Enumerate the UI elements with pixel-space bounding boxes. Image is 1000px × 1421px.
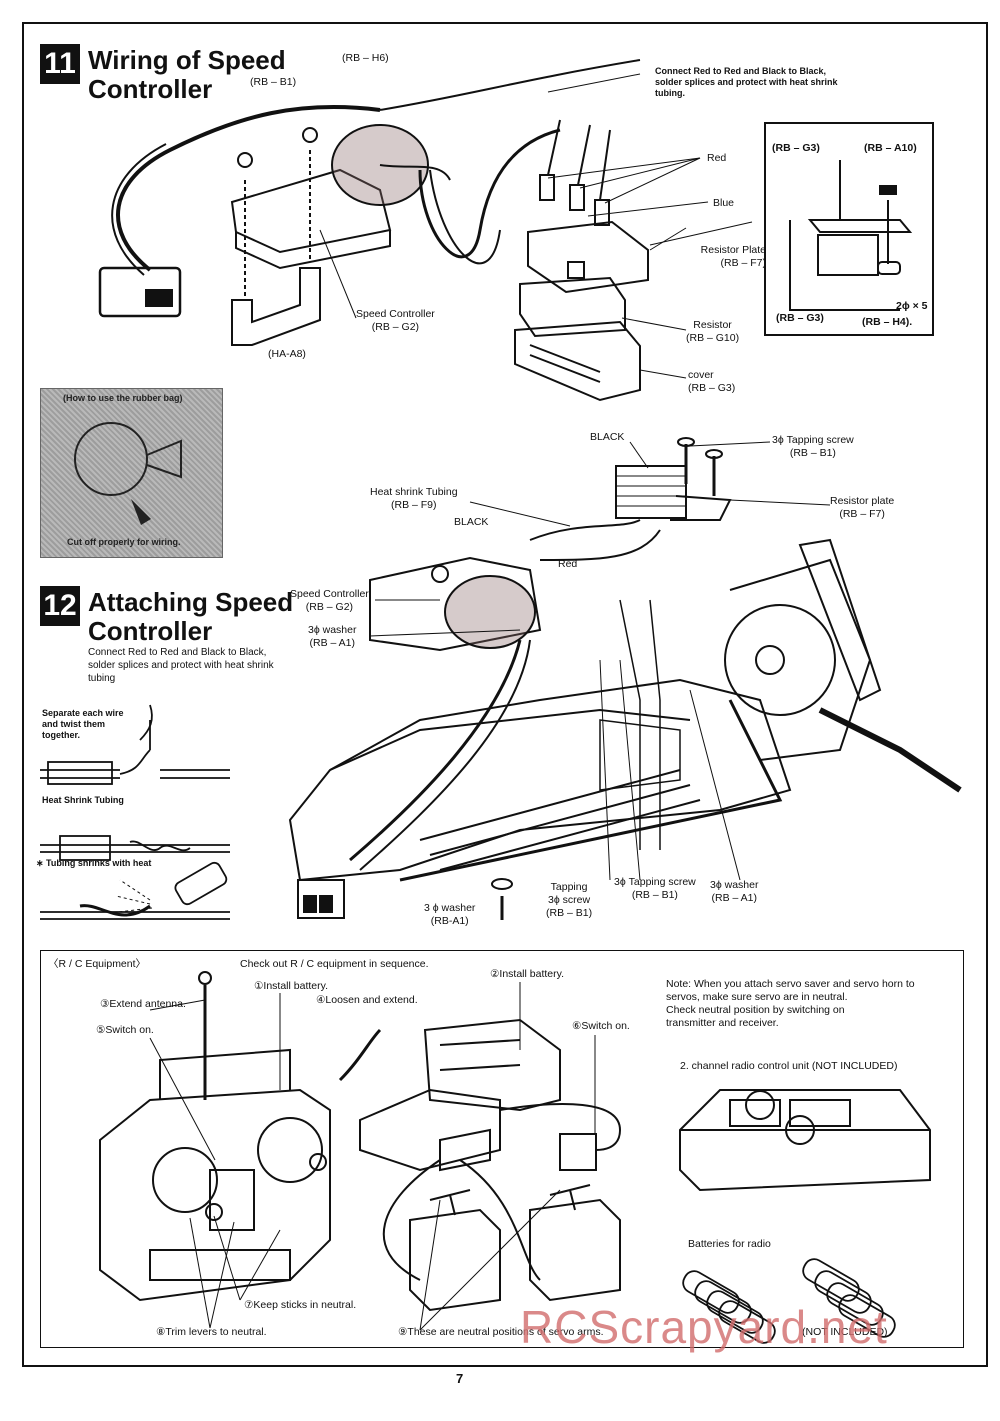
step-11-title: Wiring of Speed Controller <box>88 45 286 104</box>
rc-equipment-illustration <box>99 971 931 1344</box>
rc-step-9: ⑨These are neutral positions of servo ar… <box>398 1326 604 1338</box>
step-12-title: Attaching Speed Controller <box>88 587 294 646</box>
label-tapping-screw-mid: 3ϕ Tapping screw (RB – B1) <box>614 876 696 901</box>
rubber-bag-photo: (How to use the rubber bag) Cut off prop… <box>40 388 223 558</box>
rc-step-3: ③Extend antenna. <box>100 998 186 1010</box>
label-connect-note: Connect Red to Red and Black to Black, s… <box>655 66 838 98</box>
label-red: Red <box>707 152 727 164</box>
rc-check: Check out R / C equipment in sequence. <box>240 958 429 970</box>
label-ha-a8: (HA-A8) <box>268 348 306 360</box>
label-black-mid: BLACK <box>454 516 489 528</box>
watermark: RCScrapyard.net <box>520 1301 888 1353</box>
label-resistor-plate: Resistor Plate (RB – F7) <box>700 244 766 269</box>
rc-step-4: ④Loosen and extend. <box>316 994 418 1006</box>
rc-step-5: ⑤Switch on. <box>96 1024 154 1036</box>
rc-equipment-box <box>40 950 964 1348</box>
step-11-illustration <box>98 59 753 402</box>
step-12-instruction: Connect Red to Red and Black to Black, s… <box>88 647 274 684</box>
label-washer-left: 3ϕ washer (RB – A1) <box>308 624 357 649</box>
rc-note: Note: When you attach servo saver and se… <box>666 978 915 1029</box>
rubber-bag-caption-top: (How to use the rubber bag) <box>63 393 183 403</box>
label-washer-right: 3ϕ washer (RB – A1) <box>710 879 759 904</box>
rc-not-included: (NOT INCLUDED) <box>802 1326 888 1338</box>
inset-illustration <box>789 160 913 311</box>
inset-label-rb-g3-top: (RB – G3) <box>772 142 820 154</box>
inset-label-rb-a10: (RB – A10) <box>864 142 917 154</box>
label-speed-controller-12: Speed Controller (RB – G2) <box>290 588 369 613</box>
inset-label-rb-h4: (RB – H4). <box>862 316 913 328</box>
label-cover: cover (RB – G3) <box>688 369 736 394</box>
inset-label-screw-size: 2ϕ × 5 <box>896 300 928 312</box>
label-heat-shrink-tubing: Heat shrink Tubing (RB – F9) <box>370 486 458 511</box>
page-number: 7 <box>456 1371 464 1386</box>
rc-step-6: ⑥Switch on. <box>572 1020 630 1032</box>
rc-heading: 〈R / C Equipment〉 <box>48 958 147 970</box>
shrinks-note: ∗ Tubing shrinks with heat <box>36 858 152 868</box>
rc-step-2: ②Install battery. <box>490 968 564 980</box>
label-blue: Blue <box>713 197 735 209</box>
rc-channel-unit: 2. channel radio control unit (NOT INCLU… <box>680 1060 898 1072</box>
label-rb-b1: (RB – B1) <box>250 76 297 88</box>
rc-batteries: Batteries for radio <box>688 1238 771 1250</box>
label-tapping-screw-b1: Tapping 3ϕ screw (RB – B1) <box>546 881 593 919</box>
label-black-top: BLACK <box>590 431 625 443</box>
step-12-illustration <box>288 437 962 920</box>
label-resistor: Resistor (RB – G10) <box>686 319 740 344</box>
step-11-number: 11 <box>40 44 80 84</box>
label-resistor-plate-12: Resistor plate (RB – F7) <box>830 495 895 520</box>
label-speed-controller: Speed Controller (RB – G2) <box>356 308 435 333</box>
resistor-mount-inset <box>764 122 934 336</box>
rc-step-8: ⑧Trim levers to neutral. <box>156 1326 267 1338</box>
inset-label-rb-g3-bottom: (RB – G3) <box>776 312 824 324</box>
heat-shrink-illustration <box>40 704 230 920</box>
label-washer-bottom: 3 ϕ washer (RB-A1) <box>424 902 476 927</box>
rc-step-7: ⑦Keep sticks in neutral. <box>244 1299 357 1311</box>
label-tapping-screw-top: 3ϕ Tapping screw (RB – B1) <box>772 434 854 459</box>
step-12-number: 12 <box>40 586 80 626</box>
rc-step-1: ①Install battery. <box>254 980 328 992</box>
rubber-bag-caption-bottom: Cut off properly for wiring. <box>67 537 181 547</box>
label-red-12: Red <box>558 558 578 570</box>
label-rb-h6: (RB – H6) <box>342 52 389 64</box>
heat-shrink-label: Heat Shrink Tubing <box>42 795 124 805</box>
page-frame <box>22 22 988 1367</box>
twist-note: Separate each wire and twist them togeth… <box>42 708 124 740</box>
